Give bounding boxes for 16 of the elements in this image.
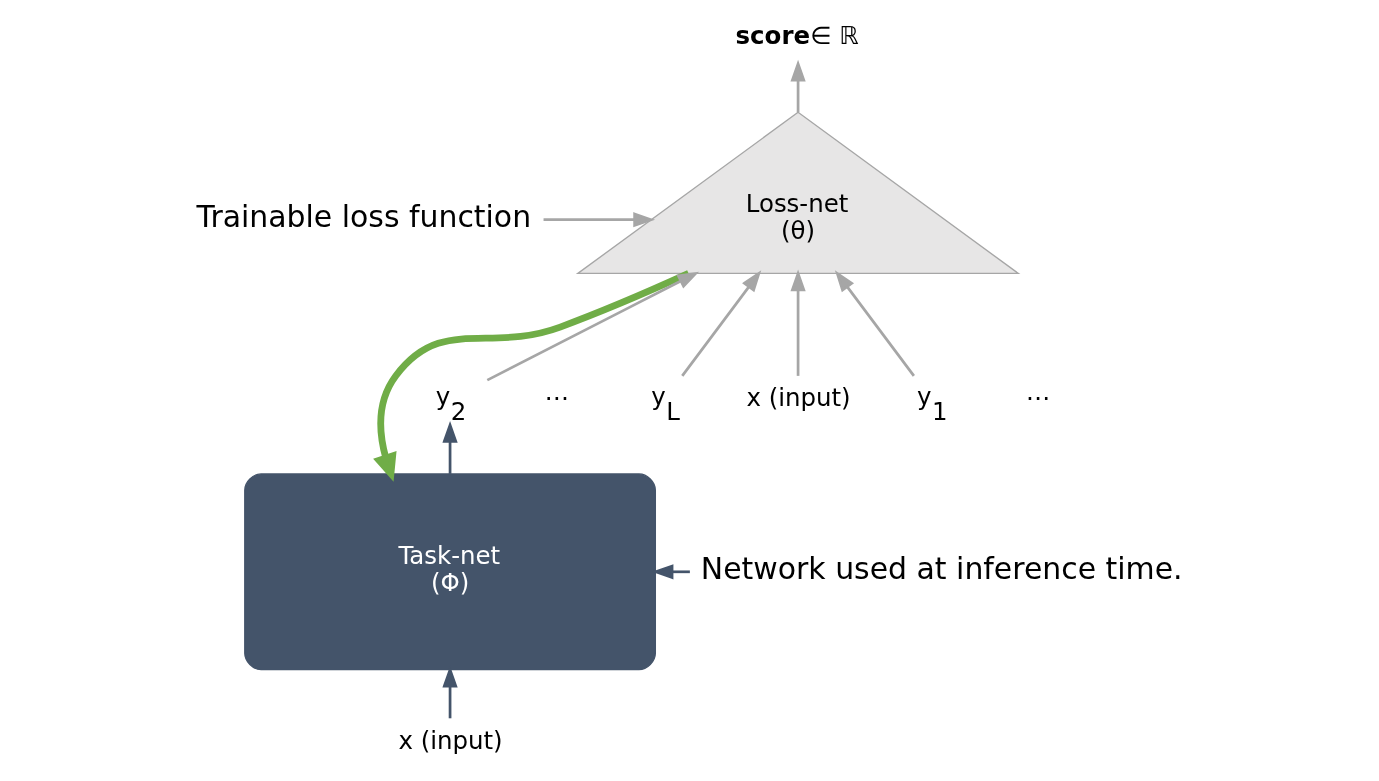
arrow xyxy=(680,269,761,377)
arrow xyxy=(789,268,806,376)
label: ⋯ xyxy=(544,383,569,412)
arrow xyxy=(789,59,806,112)
node-text: x (input) xyxy=(397,725,503,755)
node-box: Task-net (Φ) xyxy=(243,472,656,670)
arrow xyxy=(441,420,458,474)
arrow xyxy=(372,269,690,482)
node-text: x (input) xyxy=(745,383,851,412)
arrow xyxy=(543,211,655,227)
arrow xyxy=(834,269,915,377)
node-text: Trainable loss function xyxy=(196,198,531,234)
arrow xyxy=(486,271,699,381)
label: ⋯ xyxy=(1025,383,1050,412)
node-text: Network used at inference time. xyxy=(700,550,1183,586)
node-text: score∈ ℝ xyxy=(735,20,859,50)
